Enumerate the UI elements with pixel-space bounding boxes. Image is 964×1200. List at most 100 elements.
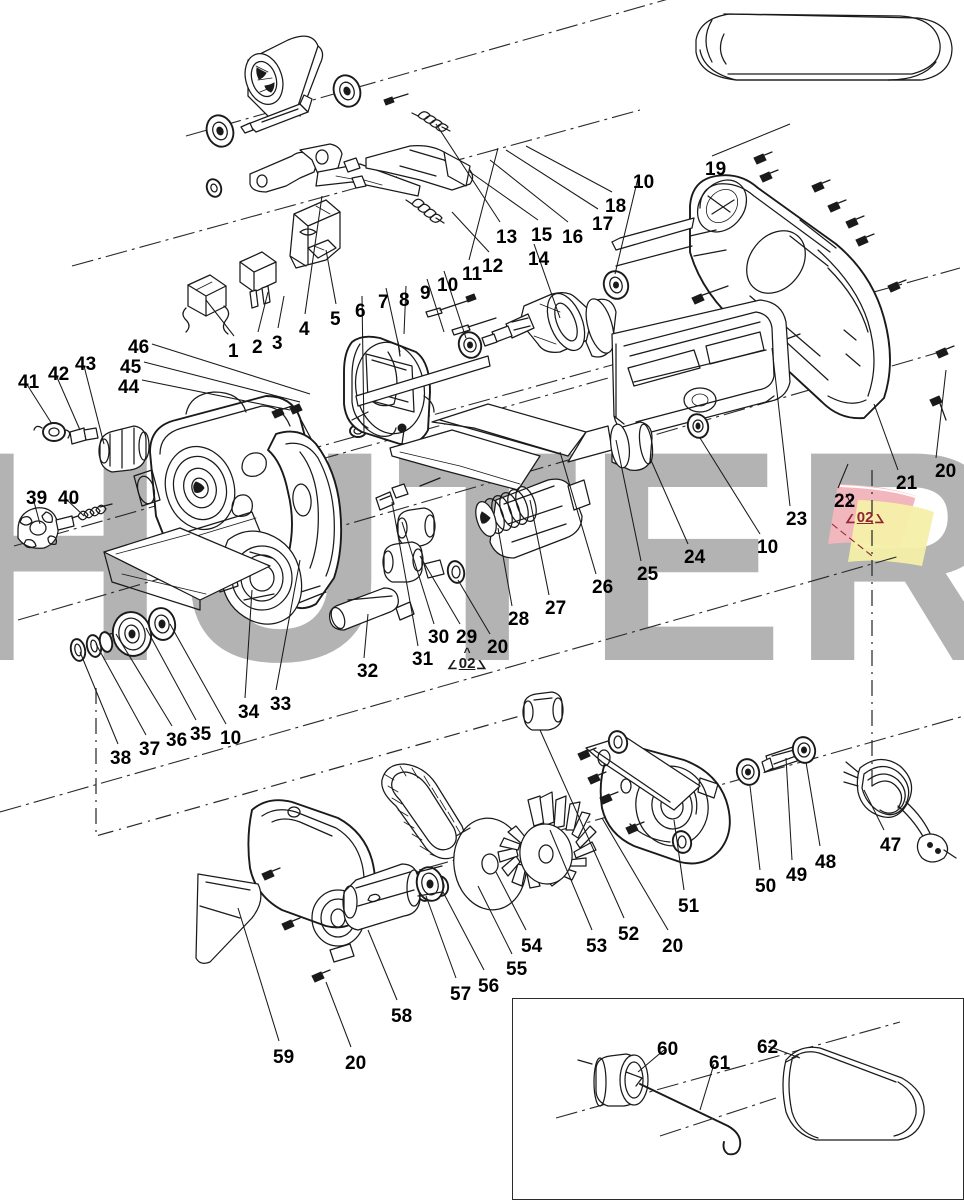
spring-small-upper xyxy=(411,111,451,132)
callout-16: 16 xyxy=(562,227,584,248)
pins-and-fittings xyxy=(329,483,466,631)
inset-detail-parts xyxy=(577,1046,925,1156)
callout-53: 53 xyxy=(586,936,608,957)
callout-20: 20 xyxy=(487,637,509,658)
drive-roller-assembly xyxy=(205,35,474,224)
callout-2: 2 xyxy=(252,337,263,358)
base-plates xyxy=(351,355,613,491)
brush-and-switch-parts xyxy=(182,199,384,438)
callout-20: 20 xyxy=(345,1053,367,1074)
callout-50: 50 xyxy=(755,876,777,897)
callout-49: 49 xyxy=(786,865,808,886)
armature-assembly xyxy=(481,292,617,358)
output-shaft-assembly xyxy=(735,736,817,786)
tension-lever-plate xyxy=(249,143,421,197)
callout-25: 25 xyxy=(637,564,659,585)
carbon-brush-holder xyxy=(182,274,230,335)
callout-10: 10 xyxy=(757,537,779,558)
callout-10: 10 xyxy=(633,172,655,193)
callout-43: 43 xyxy=(75,354,97,375)
bushing-24 xyxy=(609,421,654,471)
callout-26: 26 xyxy=(592,577,614,598)
section-marker-left-bracket: ∠ xyxy=(845,512,856,526)
callout-27: 27 xyxy=(545,598,567,619)
callout-6: 6 xyxy=(355,301,366,322)
roller-drum xyxy=(244,35,324,119)
section-marker-center: ^∠02∠ xyxy=(447,645,487,672)
dowel-pin-32 xyxy=(329,587,399,631)
callout-61: 61 xyxy=(709,1053,731,1074)
section-marker-label: 02 xyxy=(458,655,476,672)
section-marker-caret: ^ xyxy=(463,645,471,659)
callout-31: 31 xyxy=(412,649,434,670)
callout-39: 39 xyxy=(26,488,48,509)
knob-and-spring-parts xyxy=(17,403,303,549)
mount-bracket xyxy=(289,199,341,269)
callout-17: 17 xyxy=(592,214,614,235)
callout-23: 23 xyxy=(786,509,808,530)
callout-37: 37 xyxy=(139,739,161,760)
graphite-pad-59 xyxy=(195,873,262,964)
section-marker-right: ∠02∠ xyxy=(845,509,885,526)
callout-57: 57 xyxy=(450,984,472,1005)
callout-21: 21 xyxy=(896,473,918,494)
spring-small-lower xyxy=(405,198,445,224)
wire-hook-61 xyxy=(639,1083,742,1156)
section-marker-leader-right xyxy=(831,493,873,557)
callout-22: 22 xyxy=(834,491,856,512)
tension-spring-assembly xyxy=(475,478,591,559)
callout-51: 51 xyxy=(678,896,700,917)
callout-14: 14 xyxy=(528,249,550,270)
dust-port-60 xyxy=(577,1053,649,1107)
cooling-fan xyxy=(497,791,597,889)
adjust-knob xyxy=(17,507,75,549)
callout-35: 35 xyxy=(190,724,212,745)
callout-20: 20 xyxy=(662,936,684,957)
lower-arm-assembly xyxy=(247,799,445,963)
callout-59: 59 xyxy=(273,1047,295,1068)
callout-38: 38 xyxy=(110,748,132,769)
roller-bearing-left xyxy=(205,114,235,148)
callout-56: 56 xyxy=(478,976,500,997)
callout-52: 52 xyxy=(618,924,640,945)
roller-bearing-right xyxy=(332,74,362,108)
washer-stack-lower-left xyxy=(69,607,177,662)
callout-1: 1 xyxy=(228,341,239,362)
frame-bracket xyxy=(611,299,791,437)
section-marker-label: 02 xyxy=(856,509,874,526)
small-screws-bottom xyxy=(577,747,645,835)
screws-44-46 xyxy=(271,403,303,419)
pulley-36 xyxy=(111,611,153,657)
callout-32: 32 xyxy=(357,661,379,682)
callout-10: 10 xyxy=(220,728,242,749)
sole-plate xyxy=(103,527,271,611)
armature-bearing-left xyxy=(457,331,483,359)
long-screws-upper xyxy=(425,293,497,336)
toothed-drive-belt xyxy=(381,763,466,860)
small-parts-41-43 xyxy=(33,422,150,473)
armature-bearing-right xyxy=(602,270,630,300)
callout-18: 18 xyxy=(605,196,627,217)
callout-62: 62 xyxy=(757,1037,779,1058)
callout-58: 58 xyxy=(391,1006,413,1027)
callout-48: 48 xyxy=(815,852,837,873)
callout-8: 8 xyxy=(399,290,410,311)
callout-45: 45 xyxy=(120,357,142,378)
callout-9: 9 xyxy=(420,283,431,304)
bearing-35 xyxy=(147,607,177,641)
callout-10: 10 xyxy=(437,275,459,296)
gear-housing-51 xyxy=(585,730,731,865)
roller-shaft xyxy=(240,94,313,134)
power-cord xyxy=(843,758,957,863)
callout-20: 20 xyxy=(935,461,957,482)
callout-12: 12 xyxy=(482,256,504,277)
coil-spring-27 xyxy=(475,486,537,537)
callout-55: 55 xyxy=(506,959,528,980)
lever-handle xyxy=(365,145,474,191)
callout-34: 34 xyxy=(238,702,260,723)
bearing-10-right xyxy=(686,413,710,439)
section-marker-left-bracket: ∠ xyxy=(447,658,458,672)
callout-40: 40 xyxy=(58,488,80,509)
callout-7: 7 xyxy=(378,292,389,313)
